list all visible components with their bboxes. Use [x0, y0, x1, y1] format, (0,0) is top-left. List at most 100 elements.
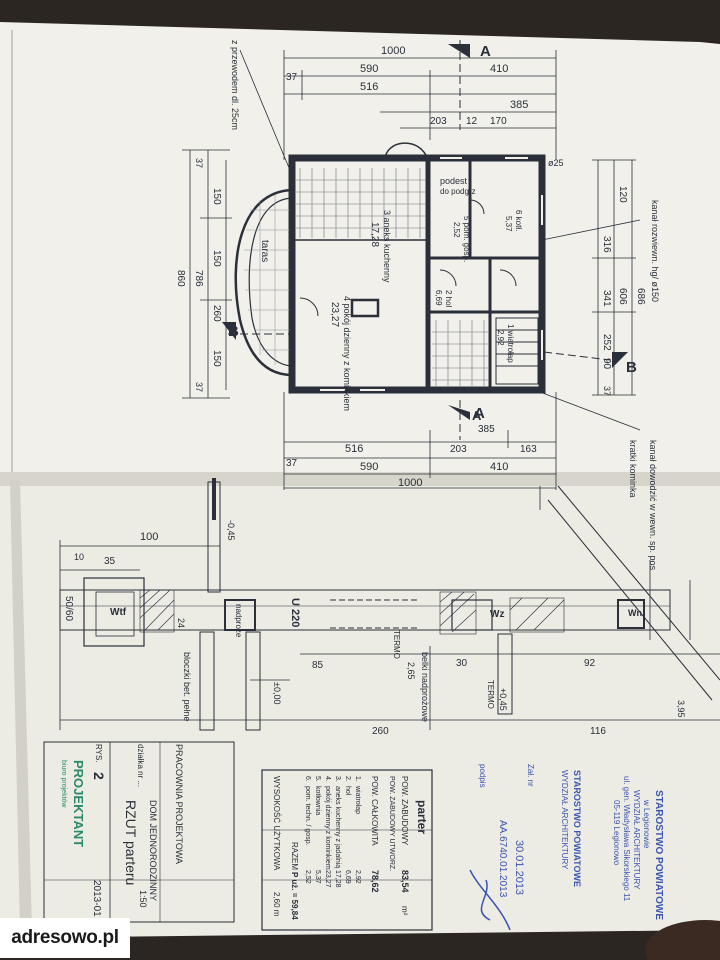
dim-right-606: 606 — [617, 288, 628, 305]
dim-top-590: 590 — [360, 63, 378, 75]
dim-left-860: 860 — [175, 270, 186, 287]
note-kratki: kratki kominka — [628, 440, 638, 498]
table-heading1: POW. ZABUDOWY — [400, 776, 409, 846]
dim-top-385: 385 — [510, 99, 528, 111]
row3-area: 17,28 — [334, 870, 341, 888]
room-taras-label: taras — [259, 240, 270, 262]
sec-label-termo2: TERMO — [486, 680, 495, 709]
note-kanal: kanał rozwiewn. hg/ ø150 — [650, 200, 660, 302]
note-podgrz: do podgrz — [440, 187, 476, 196]
row1-area: 2,92 — [354, 870, 361, 884]
sec-label-wz: Wz — [490, 609, 504, 620]
row6-no: 6. — [304, 776, 311, 782]
room-kuchnia-label: 3 aneks kuchenny — [382, 210, 392, 283]
row3-name: aneks kuchenny z jadalnią — [334, 786, 341, 868]
dim-right-120: 120 — [617, 186, 628, 203]
row6-area: 2,52 — [304, 870, 311, 884]
section-mark-b-left: B — [228, 323, 239, 340]
dim-left-150a: 150 — [211, 188, 222, 205]
sec-level-265: 2,65 — [406, 662, 416, 680]
sec-dim-u220: U 220 — [289, 598, 301, 627]
room-wiatrolap-area: 2,92 — [496, 330, 505, 346]
table-value1: 83,54 — [400, 870, 410, 893]
stamp-main-line1: STAROSTWO POWIATOWE — [572, 770, 582, 887]
title-firm-sub: biuro projektów — [60, 760, 67, 808]
sec-dim-85: 85 — [312, 660, 324, 671]
row1-name: wiatrołap — [354, 785, 361, 814]
sec-level-045: +0,45 — [498, 688, 508, 711]
row4-name: pokój dzienny z kominkiem — [324, 786, 331, 870]
dim-left-260: 260 — [211, 305, 222, 322]
table-total: 78,62 — [370, 870, 380, 893]
sec-label-bloczki: bloczki bet. pełne — [182, 652, 192, 722]
sec-dim-30: 30 — [456, 658, 468, 669]
stamp-line5: 05-119 Legionowo — [612, 800, 621, 866]
watermark-text: adresowo.pl — [11, 927, 119, 948]
stamp-podpis: podpis — [478, 764, 487, 788]
plan-dimensions: 1000 590 410 37 516 385 203 12 170 516 2… — [175, 43, 646, 489]
note-kanal-dowod: kanał dowodzić w wewn. sp. pos — [648, 440, 658, 571]
dim-left-150b: 150 — [211, 250, 222, 267]
room-pokoj-label: 4 pokój dzienny z kominkiem — [342, 296, 352, 411]
sec-label-belki: belki nadprożowe — [420, 652, 430, 722]
dim-right-686: 686 — [635, 288, 646, 305]
table-usable: P uż. = 59,84 — [290, 872, 299, 920]
row5-no: 5. — [314, 776, 321, 782]
title-sheet-no: 2 — [91, 772, 107, 780]
sec-dim-5060: 50/60 — [63, 596, 74, 621]
sec-level-000: ±0,00 — [272, 682, 282, 704]
dim-left-786: 786 — [193, 270, 204, 287]
room-wiatrolap-label: 1 wiatrołap — [506, 324, 515, 363]
sec-label-termo1: TERMO — [392, 630, 401, 659]
title-address: działka nr ... — [136, 744, 145, 787]
dim-bot-37: 37 — [286, 458, 298, 469]
title-project: PRACOWNIA PROJEKTOWA — [174, 744, 184, 864]
table-heading2: POW. ZABUDOWY UTWORZ. — [388, 776, 395, 871]
row5-area: 5,37 — [314, 870, 321, 884]
table-unit1: m² — [400, 906, 409, 916]
table-total-label: POW. CAŁKOWITA — [370, 776, 379, 846]
title-object: DOM JEDNORODZINNY — [148, 800, 158, 901]
table-title: parter — [415, 800, 429, 834]
floor-plan — [182, 40, 641, 490]
dim-left-37a: 37 — [194, 158, 204, 168]
stamp-line1: STAROSTWO POWIATOWE — [653, 790, 664, 920]
room-kotl-area: 5,37 — [504, 216, 513, 232]
sec-label-wn: Wn — [628, 608, 642, 618]
dim-right-341: 341 — [601, 290, 612, 307]
title-scale: 1:50 — [138, 890, 148, 908]
room-gosp-area: 2,52 — [452, 222, 461, 238]
dim-right-90: 90 — [601, 358, 612, 370]
sec-label-nadproze: nadproże — [234, 604, 243, 638]
table-height: 2,60 m — [272, 892, 281, 917]
row4-no: 4. — [324, 776, 331, 782]
stamp-date: 30.01.2013 — [513, 840, 525, 895]
stamp-line3: WYDZIAŁ ARCHITEKTURY — [632, 790, 641, 890]
dim-right-316: 316 — [601, 236, 612, 253]
area-table: parter POW. ZABUDOWY 83,54 m² POW. ZABUD… — [261, 769, 433, 931]
dim-top-170: 170 — [490, 116, 507, 127]
stamp-zal: Zał. nr — [526, 764, 535, 787]
dim-top-12: 12 — [466, 116, 478, 127]
row1-no: 1. — [354, 776, 361, 782]
dim-bot-203: 203 — [450, 444, 467, 455]
dim-right-252: 252 — [601, 334, 612, 351]
section-markers — [222, 44, 628, 420]
sec-label-wtf: Wtf — [110, 607, 127, 618]
sec-dim-10: 10 — [74, 552, 84, 562]
sec-dim-100: 100 — [140, 531, 158, 543]
plan-notes: kanał rozwiewn. hg/ ø150 z przewodem dl.… — [230, 40, 660, 571]
sec-level-395: 3,95 — [676, 700, 686, 718]
section-dimensions: 100 35 10 50/60 U 220 85 24 30 92 116 26… — [63, 520, 686, 737]
dim-right-37: 37 — [602, 386, 612, 396]
note-przewod: z przewodem dl. 25cm — [230, 40, 240, 130]
section-mark-a-top: A — [480, 43, 491, 60]
row5-name: kotłownia — [314, 786, 321, 815]
dim-bot-1000: 1000 — [398, 477, 422, 489]
stamp-line2: w Legionowie — [642, 799, 651, 849]
row3-no: 3. — [334, 776, 341, 782]
section-mark-a-bottom: A — [472, 408, 482, 423]
row4-area: 23,27 — [324, 870, 331, 888]
room-kuchnia-area: 17,28 — [369, 222, 380, 247]
